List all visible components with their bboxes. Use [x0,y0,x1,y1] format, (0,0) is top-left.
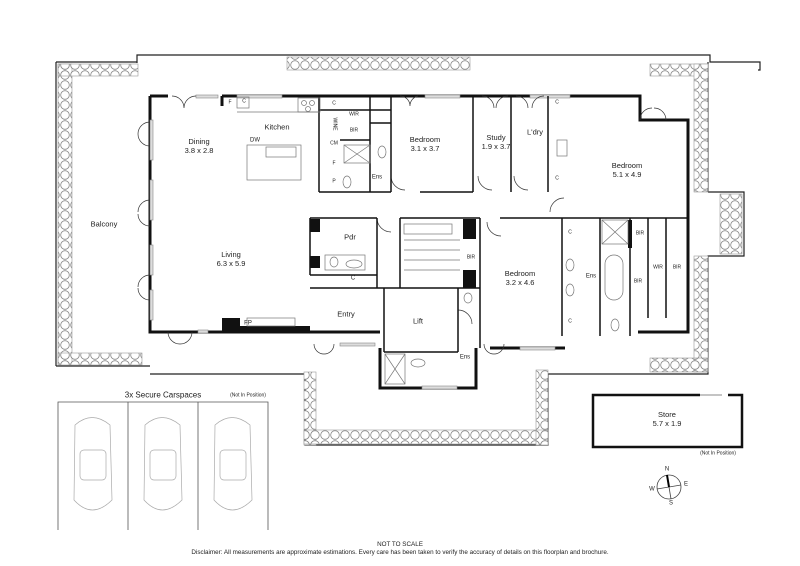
ensuite-2-label: Ens [459,354,471,361]
kitchen-label: Kitchen [264,122,290,132]
carspaces-note: (Not In Position) [230,392,266,399]
ensuite-3-label: Ens [585,273,597,280]
doors [137,95,667,355]
fireplace-label: FP [244,320,252,327]
wall-solids [222,219,632,332]
carspaces-outline [57,401,269,530]
balcony-label: Balcony [90,219,118,229]
compass-north: N [664,466,670,473]
fridge-label-k: F [332,160,336,167]
windows [149,94,571,390]
wine-label: WINE [331,117,338,131]
fridge-label: F [228,99,232,106]
bir-label-stair: BIR [466,254,476,261]
not-to-scale: NOT TO SCALE [377,541,423,548]
fixtures [236,96,629,385]
bir-label-1: BIR [349,127,359,134]
interior-walls [309,96,688,353]
cupboard-label-l2: C [555,175,559,182]
bir-label-2: BIR [635,230,645,237]
entry-label: Entry [337,309,355,319]
disclaimer: Disclaimer: All measurements are approxi… [191,549,609,556]
bir-label-4: BIR [672,264,682,271]
car-icons [73,417,253,511]
cupboard-label-k2: C [242,98,246,105]
compass-south: S [668,500,674,507]
bir-label-3: BIR [633,278,643,285]
store-note: (Not In Position) [700,450,736,457]
wir-label-1: WIR [349,111,359,118]
lift-label: Lift [412,316,424,326]
compass-east: E [683,481,689,488]
laundry-label: L'dry [526,127,544,137]
store-outline [591,393,744,449]
pantry-label: P [332,178,336,185]
wir-label-2: WIR [653,264,663,271]
powder-label: Pdr [344,232,356,242]
cupboard-label: C [350,275,356,282]
cupboard-label-b2: C [568,318,572,325]
compass-west: W [649,486,655,493]
carspaces-title: 3x Secure Carspaces [124,390,202,400]
compass-icon [656,474,682,500]
cupboard-label-k1: C [332,100,336,107]
ensuite-1-label: Ens [371,174,383,181]
dishwasher-label: DW [250,137,260,144]
cupboard-label-l1: C [555,99,559,106]
cupboard-label-b1: C [568,229,572,236]
hedge-planters [57,56,743,446]
coffee-machine-label: CM [330,140,338,147]
